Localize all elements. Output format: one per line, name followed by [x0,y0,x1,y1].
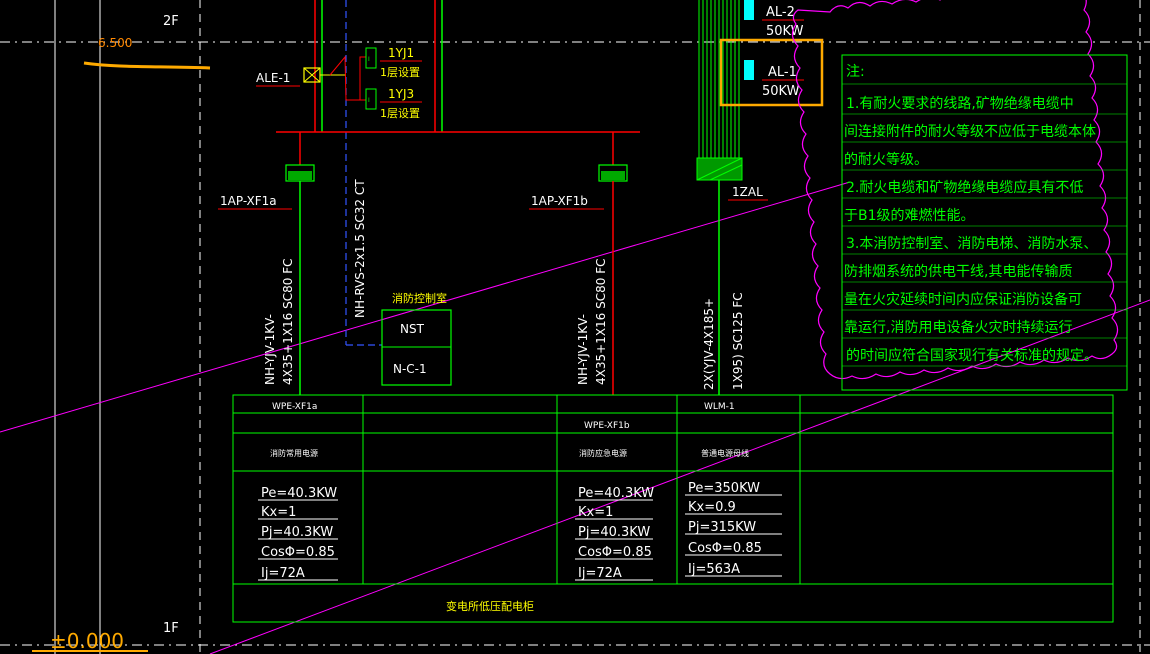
table-col-a-header: WPE-XF1a [272,402,317,412]
param-pe-a: Pe=40.3KW [261,486,337,501]
notes-line: 靠运行,消防用电设备火灾时持续运行 [844,319,1072,336]
param-ij-a: Ij=72A [261,566,305,581]
al1-label: AL-1 [768,65,797,80]
params-a-underlines [258,499,338,581]
cable-mid-text: NH-RVS-2x1.5 SC32 CT [353,179,367,318]
yj3-module-mark: I [368,97,370,104]
notes-line: 量在火灾延续时间内应保证消防设备可 [844,291,1082,308]
yj3-note: 1层设置 [380,107,420,120]
breaker-b-fill [601,171,625,180]
yj1-note: 1层设置 [380,66,420,79]
relay-wire-zigzag [329,55,366,101]
table-col-b-header: WPE-XF1b [584,421,630,431]
notes-line: 的耐火等级。 [844,151,928,168]
circuit-xf1a-label: 1AP-XF1a [220,194,277,208]
circuit-zal-label: 1ZAL [732,185,763,199]
table-footer: 变电所低压配电柜 [446,599,534,613]
yj1-module[interactable] [365,47,377,69]
param-kx-b: Kx=1 [578,505,613,520]
param-pe-c: Pe=350KW [688,481,760,496]
notes-line: 于B1级的难燃性能。 [844,207,975,224]
ale-label: ALE-1 [256,71,290,85]
circuit-xf1b-label: 1AP-XF1b [531,194,588,208]
revision-cloud [791,0,1119,380]
distribution-table [232,394,1114,623]
param-pj-a: Pj=40.3KW [261,525,333,540]
table-frame [232,394,1114,623]
param-ij-c: Ij=563A [688,562,740,577]
notes-title: 注: [846,64,865,80]
cable-a-text-2: 4X35+1X16 SC80 FC [281,259,295,385]
params-b-underlines [575,499,653,581]
param-pe-b: Pe=40.3KW [578,486,654,501]
notes-line: 间连接附件的耐火等级不应低于电缆本体 [844,123,1096,140]
param-pj-c: Pj=315KW [688,520,756,535]
params-b: Pe=40.3KW Kx=1 Pj=40.3KW CosΦ=0.85 Ij=72… [578,486,654,581]
table-col-c-header: WLM-1 [704,402,735,412]
param-kx-c: Kx=0.9 [688,500,736,515]
notes-underlines [842,83,1127,367]
params-c: Pe=350KW Kx=0.9 Pj=315KW CosΦ=0.85 Ij=56… [688,481,762,577]
param-cos-b: CosΦ=0.85 [578,545,652,560]
table-desc-b: 消防应急电源 [579,448,627,458]
al2-panel-icon[interactable] [744,0,754,20]
bundle-terminal-hatch-2 [709,164,743,181]
table-desc-a: 消防常用电源 [270,448,318,458]
cable-a-text-1: NH-YJV-1KV- [263,314,277,385]
notes-line: 2.耐火电缆和矿物绝缘电缆应具有不低 [846,179,1083,196]
elevation-top: 6.500 [98,36,132,50]
al1-power: 50KW [762,84,800,99]
param-ij-b: Ij=72A [578,566,622,581]
notes-box [841,54,1128,391]
notes-line: 3.本消防控制室、消防电梯、消防水泵、 [846,235,1097,252]
elevation-bottom: ±0.000 [50,629,124,653]
control-room-nc: N-C-1 [393,362,427,376]
cable-z-text-2: 1X95) SC125 FC [731,292,745,390]
cable-z-text-1: 2X(YJV-4X185+ [702,298,716,390]
control-room-title: 消防控制室 [392,291,447,305]
cable-b-text-2: 4X35+1X16 SC80 FC [594,259,608,385]
risers [314,0,443,346]
param-cos-a: CosΦ=0.85 [261,545,335,560]
notes-line: 1.有耐火要求的线路,矿物绝缘电缆中 [846,96,1074,112]
notes-line: 防排烟系统的供电干线,其电能传输质 [844,264,1072,280]
table-desc-c: 普通电源母线 [701,448,749,458]
ale-switch-cross-2 [303,67,321,83]
param-pj-b: Pj=40.3KW [578,525,650,540]
al2-power: 50KW [766,24,804,39]
hand-underline [83,61,211,70]
breaker-a-fill [288,171,312,180]
yj3-module[interactable] [365,88,377,110]
diagonal-line-1 [0,181,851,433]
diagonal-line-2 [209,299,1150,654]
al2-label: AL-2 [766,5,795,20]
level-label-1f: 1F [163,621,179,636]
level-label-2f: 2F [163,14,179,29]
bundle-terminal-hatch-1 [696,157,743,181]
notes-lines: 1.有耐火要求的线路,矿物绝缘电缆中 间连接附件的耐火等级不应低于电缆本体 的耐… [844,96,1098,364]
control-room-nst: NST [400,322,425,336]
cable-b-text-1: NH-YJV-1KV- [576,314,590,385]
bundle-riser [698,0,740,158]
al1-panel-icon[interactable] [744,60,754,80]
notes-line: 的时间应符合国家现行有关标准的规定。 [846,347,1098,364]
param-kx-a: Kx=1 [261,505,296,520]
param-cos-c: CosΦ=0.85 [688,541,762,556]
yj1-module-mark: I [368,56,370,63]
yj1-label: 1YJ1 [388,46,414,60]
yj3-label: 1YJ3 [388,87,414,101]
params-a: Pe=40.3KW Kx=1 Pj=40.3KW CosΦ=0.85 Ij=72… [261,486,337,581]
al1-highlight-box[interactable] [719,38,824,107]
params-c-underlines [685,494,782,577]
